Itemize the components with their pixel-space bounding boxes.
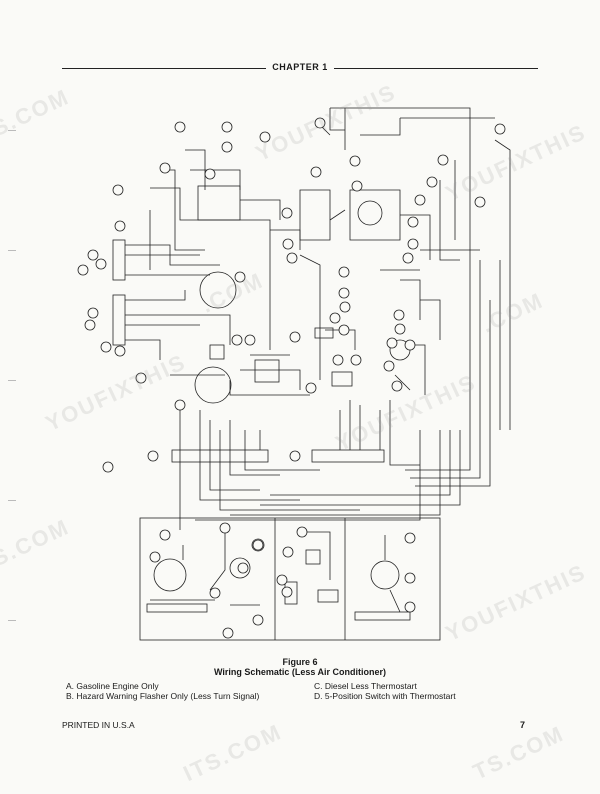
margin-tick	[8, 250, 16, 251]
figure-number: Figure 6	[282, 657, 318, 667]
watermark: TS.COM	[469, 720, 569, 785]
note-a: A. Gasoline Engine Only	[66, 681, 159, 691]
margin-tick	[8, 500, 16, 501]
figure-caption: Wiring Schematic (Less Air Conditioner)	[213, 667, 387, 677]
note-b: B. Hazard Warning Flasher Only (Less Tur…	[66, 691, 260, 701]
note-d: D. 5-Position Switch with Thermostart	[314, 691, 456, 701]
wiring-schematic	[77, 107, 511, 641]
margin-tick	[8, 620, 16, 621]
figure-notes-left: A. Gasoline Engine Only B. Hazard Warnin…	[66, 681, 286, 701]
page-number: 7	[520, 720, 526, 730]
chapter-rule-left	[62, 68, 268, 69]
margin-tick	[8, 130, 16, 131]
printed-in-label: PRINTED IN U.S.A	[62, 720, 135, 730]
margin-tick	[8, 380, 16, 381]
figure-notes-right: C. Diesel Less Thermostart D. 5-Position…	[314, 681, 534, 701]
note-c: C. Diesel Less Thermostart	[314, 681, 417, 691]
watermark: ITS.COM	[179, 718, 286, 787]
chapter-rule-right	[332, 68, 538, 69]
chapter-heading: CHAPTER 1	[0, 62, 600, 72]
